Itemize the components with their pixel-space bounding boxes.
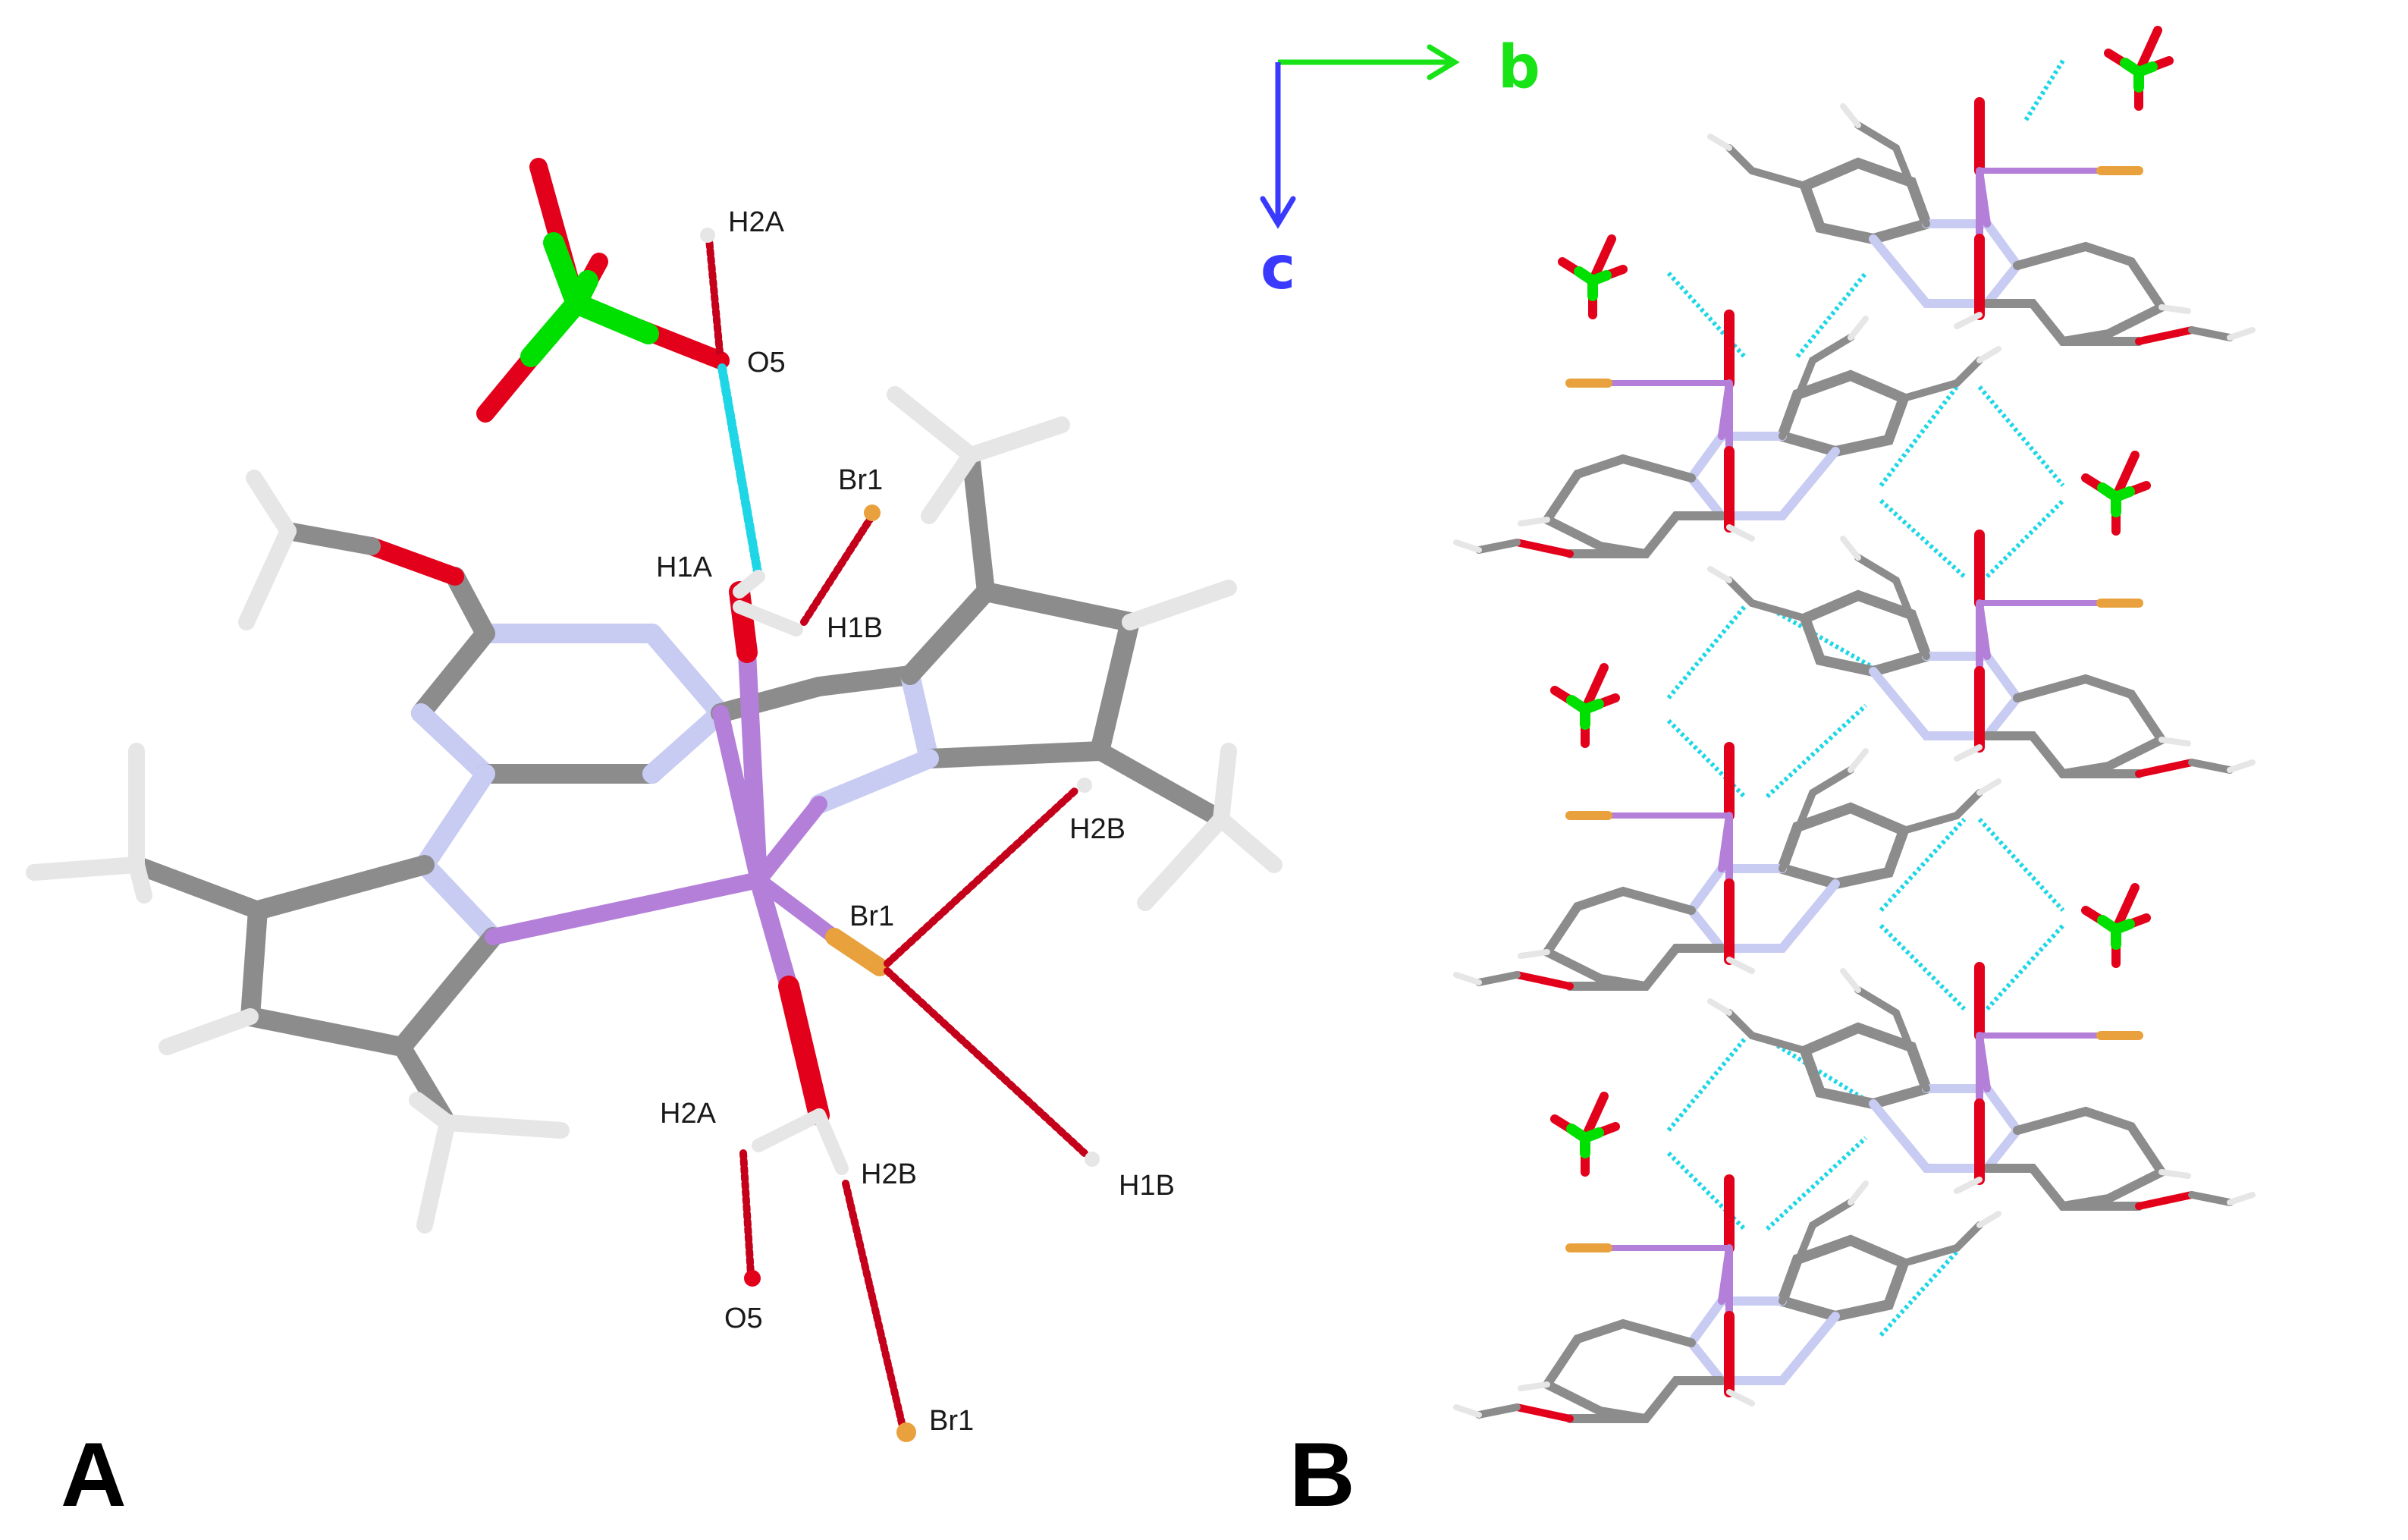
axis-b-label: b — [1498, 33, 1540, 102]
label-br1-top: Br1 — [838, 464, 883, 496]
label-h2a-bottom: H2A — [660, 1098, 717, 1130]
axis-c-label: c — [1261, 234, 1295, 303]
label-br1-bottom: Br1 — [929, 1405, 974, 1437]
bromine-atom-br1-bottom — [896, 1422, 916, 1442]
label-h1b-top: H1B — [827, 612, 883, 644]
hydrogen-atom-h2a-top — [700, 228, 715, 243]
hydrogen-atom-h2b-mid — [1077, 778, 1092, 793]
perchlorate-b6 — [1555, 1096, 1615, 1172]
molecule-b4 — [1456, 747, 1998, 986]
molecule-b5 — [1710, 967, 2253, 1206]
panel-label-b: B — [1289, 1424, 1355, 1526]
molecule-b2 — [1456, 315, 1998, 554]
molecule-b3 — [1710, 535, 2253, 774]
coordinated-water-top — [733, 504, 881, 636]
perchlorate-b5 — [2086, 888, 2146, 963]
br-contacts — [884, 778, 1100, 1167]
water-o5-top — [700, 228, 763, 581]
panel-a: H2A O5 Br1 H1A H1B H2B Br1 H2A H2B H1B O… — [26, 158, 1282, 1526]
hydrogen-atom-h1b-bottom — [1085, 1152, 1100, 1167]
label-h1b-bottom: H1B — [1119, 1170, 1175, 1202]
label-br1-mid: Br1 — [849, 900, 894, 932]
label-h2a-top: H2A — [728, 206, 785, 238]
ligand-hydrogens — [26, 386, 1282, 1234]
perchlorate-b4 — [1555, 668, 1615, 743]
molecule-b1 — [1710, 102, 2253, 341]
panel-b: B — [1289, 30, 2253, 1526]
oxygen-atom-o5-bottom — [744, 1270, 761, 1287]
oxygen-atom-o5-top — [714, 354, 730, 369]
bromine-atom-br1-top — [864, 504, 881, 521]
axis-b-arrowhead — [1427, 44, 1460, 80]
perchlorate-b3 — [2086, 455, 2146, 531]
label-h2b-mid: H2B — [1069, 813, 1126, 845]
coordinated-water-bottom — [739, 1108, 916, 1442]
label-o5-bottom: O5 — [724, 1303, 763, 1334]
axis-c-arrowhead — [1260, 196, 1296, 229]
label-o5-top: O5 — [747, 347, 786, 379]
perchlorate-anion — [476, 158, 730, 423]
ligand-skeleton — [127, 446, 1230, 1132]
label-h1a: H1A — [656, 552, 713, 583]
hydrogen-bond-cyan — [717, 363, 763, 581]
perchlorate-b1 — [2108, 30, 2169, 106]
perchlorate-b2 — [1562, 239, 1623, 315]
label-h2b-bottom: H2B — [861, 1158, 917, 1190]
axis-indicator: b c — [1260, 33, 1540, 303]
panel-label-a: A — [61, 1424, 127, 1526]
hydrogen-bond-network — [1666, 59, 2065, 1337]
molecule-b6 — [1456, 1180, 1998, 1419]
